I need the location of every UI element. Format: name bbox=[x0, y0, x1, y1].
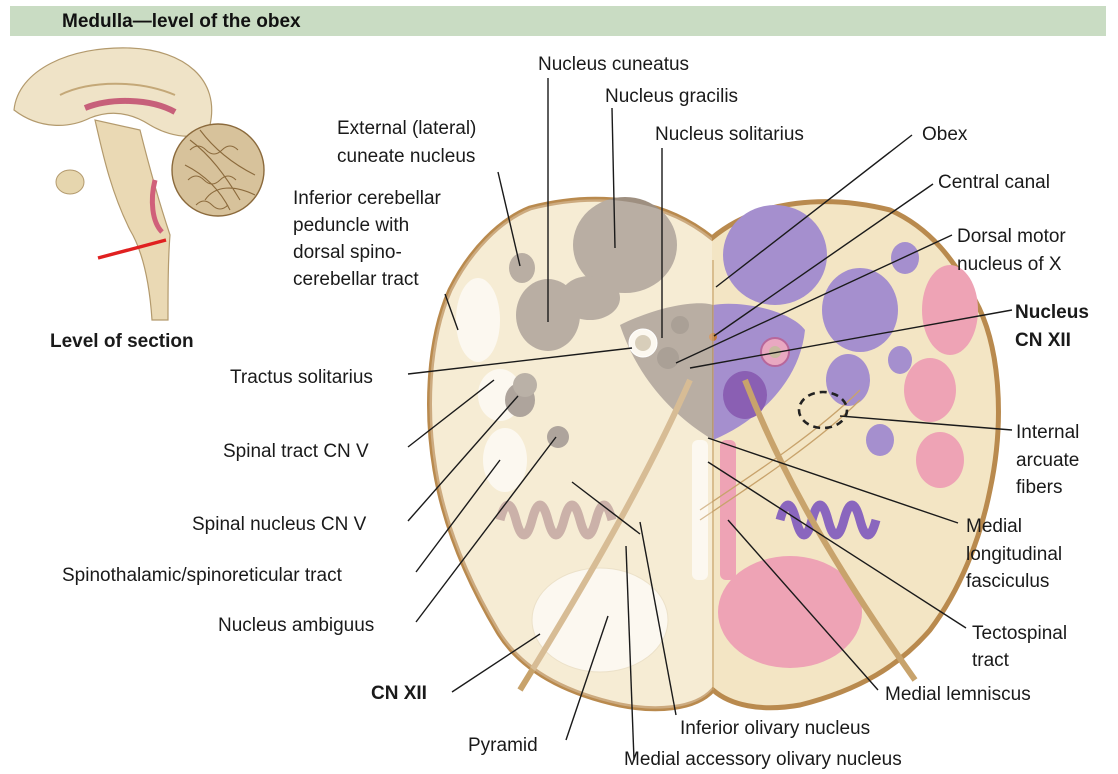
label-nucleus-cuneatus: Nucleus cuneatus bbox=[538, 54, 689, 75]
label-icp-3: dorsal spino- bbox=[293, 242, 402, 263]
label-tectospinal-1: Tectospinal bbox=[972, 623, 1067, 644]
label-icp-1: Inferior cerebellar bbox=[293, 188, 442, 209]
label-mlf-1: Medial bbox=[966, 516, 1022, 537]
label-medial-accessory-olivary: Medial accessory olivary nucleus bbox=[624, 749, 902, 770]
label-nucleus-cn-xii-2: CN XII bbox=[1015, 330, 1071, 351]
sagittal-brain-inset bbox=[14, 48, 264, 320]
label-spinal-nucleus-cn-v: Spinal nucleus CN V bbox=[192, 514, 367, 535]
label-external-cuneate-2: cuneate nucleus bbox=[337, 146, 475, 167]
label-mlf-3: fasciculus bbox=[966, 571, 1049, 592]
label-icp-4: cerebellar tract bbox=[293, 269, 419, 290]
label-dorsal-motor-2: nucleus of X bbox=[957, 254, 1062, 275]
label-tractus-solitarius: Tractus solitarius bbox=[230, 367, 373, 388]
label-central-canal: Central canal bbox=[938, 172, 1050, 193]
label-mlf-2: longitudinal bbox=[966, 544, 1062, 565]
label-pyramid: Pyramid bbox=[468, 735, 538, 756]
level-of-section-caption: Level of section bbox=[50, 331, 194, 352]
label-internal-arcuate-2: arcuate bbox=[1016, 450, 1079, 471]
label-nucleus-solitarius: Nucleus solitarius bbox=[655, 124, 804, 145]
label-external-cuneate-1: External (lateral) bbox=[337, 118, 476, 139]
label-spinothalamic: Spinothalamic/spinoreticular tract bbox=[62, 565, 343, 586]
label-internal-arcuate-3: fibers bbox=[1016, 477, 1062, 498]
label-spinal-tract-cn-v: Spinal tract CN V bbox=[223, 441, 369, 462]
label-tectospinal-2: tract bbox=[972, 650, 1010, 671]
label-internal-arcuate-1: Internal bbox=[1016, 422, 1079, 443]
label-obex: Obex bbox=[922, 124, 968, 145]
medulla-cross-section bbox=[430, 197, 999, 709]
label-icp-2: peduncle with bbox=[293, 215, 409, 236]
label-cn-xii: CN XII bbox=[371, 683, 427, 704]
label-medial-lemniscus: Medial lemniscus bbox=[885, 684, 1031, 705]
label-inferior-olivary: Inferior olivary nucleus bbox=[680, 718, 870, 739]
label-dorsal-motor-1: Dorsal motor bbox=[957, 226, 1066, 247]
label-nucleus-ambiguus: Nucleus ambiguus bbox=[218, 615, 374, 636]
label-nucleus-gracilis: Nucleus gracilis bbox=[605, 86, 738, 107]
label-nucleus-cn-xii-1: Nucleus bbox=[1015, 302, 1089, 323]
